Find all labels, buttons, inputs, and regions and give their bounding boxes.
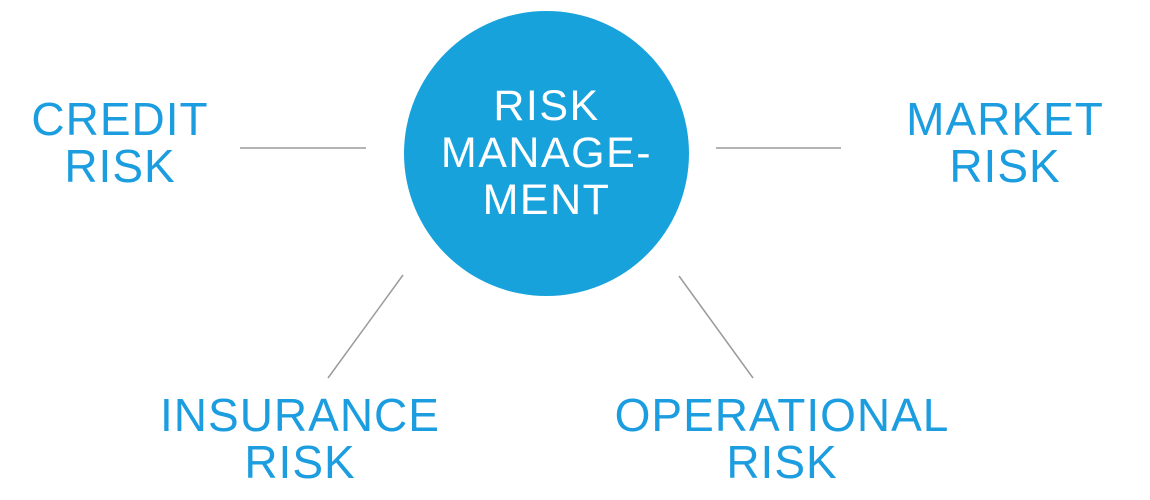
credit-risk-label-line-2: RISK (64, 140, 176, 192)
center-label-line-3: MENT (482, 176, 611, 224)
insurance-risk-label-line-2: RISK (244, 436, 356, 488)
credit-risk-label-line-1: CREDIT (31, 93, 209, 145)
operational-risk-label-line-1: OPERATIONAL (614, 389, 950, 441)
risk-management-circle: RISK MANAGE- MENT (404, 11, 689, 296)
node-credit-risk: CREDIT RISK (0, 96, 240, 190)
market-risk-label-line-1: MARKET (906, 93, 1104, 145)
node-market-risk: MARKET RISK (875, 96, 1135, 190)
node-operational-risk: OPERATIONAL RISK (582, 392, 982, 486)
connector-insurance-line (327, 274, 404, 379)
center-label-line-2: MANAGE- (440, 129, 653, 177)
market-risk-label-line-2: RISK (949, 140, 1061, 192)
node-insurance-risk: INSURANCE RISK (140, 392, 460, 486)
insurance-risk-label-line-1: INSURANCE (160, 389, 440, 441)
connector-operational-line (678, 275, 754, 379)
operational-risk-label-line-2: RISK (726, 436, 838, 488)
center-label-line-1: RISK (493, 82, 600, 130)
